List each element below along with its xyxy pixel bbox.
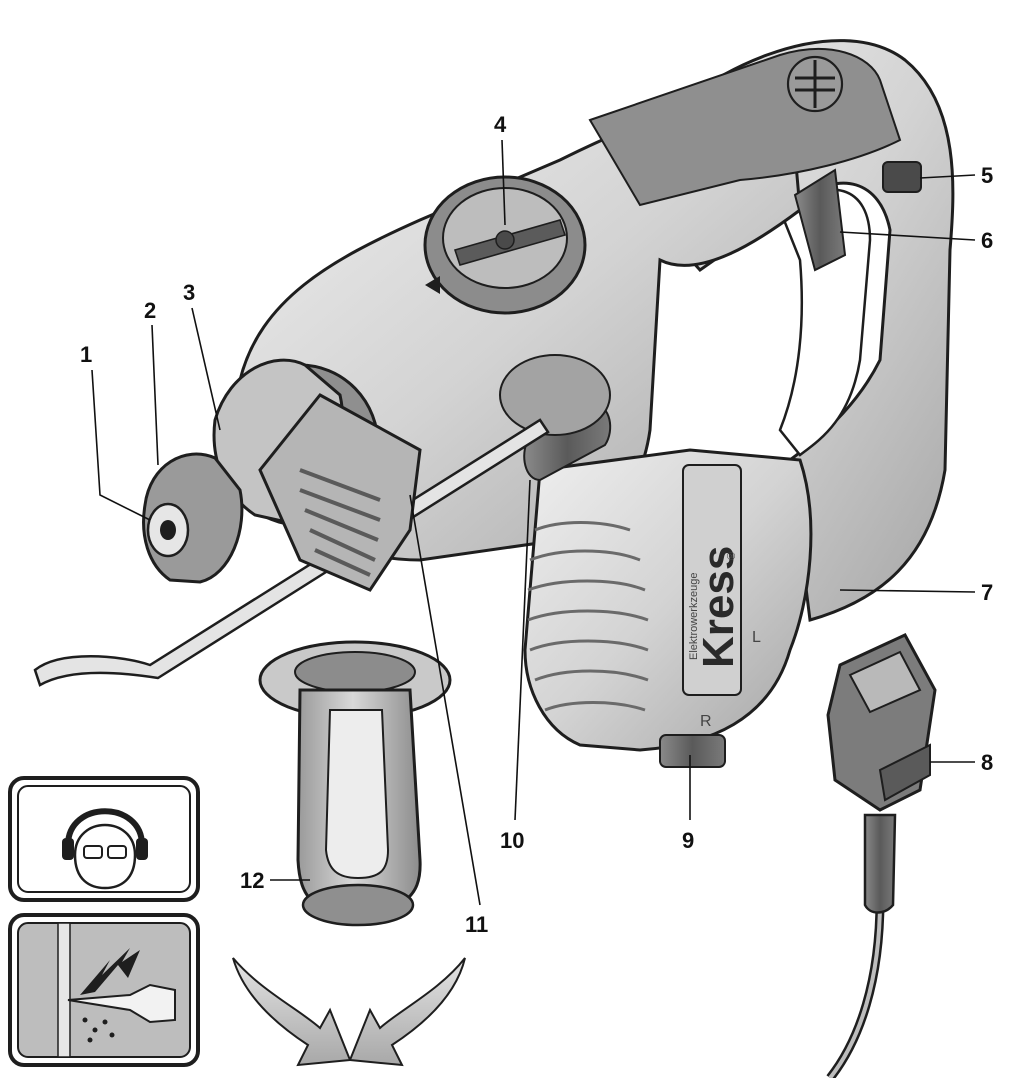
callout-12: 12 (240, 868, 264, 893)
callout-11: 11 (465, 912, 488, 937)
callout-labels: 1 2 3 4 5 6 7 8 9 10 11 12 (80, 112, 993, 937)
leader-lines (91, 139, 976, 906)
brand-strip (682, 464, 742, 696)
callout-9: 9 (682, 828, 694, 853)
depth-stop-rod[interactable] (33, 418, 550, 687)
handle-rotation-arrows-icon (232, 957, 466, 1067)
mains-plug-assembly (826, 633, 937, 1078)
callout-10: 10 (500, 828, 524, 853)
brand-subtitle: Elektrowerkzeuge (688, 573, 700, 660)
cord-sleeve (863, 813, 897, 914)
callout-6: 6 (981, 228, 993, 253)
brand-logo: Kress (694, 546, 743, 668)
hidden-wiring-hazard-icon (8, 913, 200, 1067)
callout-2: 2 (144, 298, 156, 323)
callout-5: 5 (981, 163, 993, 188)
switch-mark-left: L (752, 629, 761, 646)
lock-on-button[interactable] (882, 161, 922, 193)
brand-registered: ® (726, 552, 738, 560)
handle-clamp (258, 393, 422, 592)
handle-opening (778, 188, 872, 457)
on-off-switch[interactable] (793, 168, 847, 272)
cooling-ribs (527, 521, 649, 712)
power-cord (826, 899, 885, 1078)
callout-4: 4 (494, 112, 507, 137)
callout-3: 3 (183, 280, 195, 305)
callout-8: 8 (981, 750, 993, 775)
ear-and-eye-protection-icon (8, 776, 200, 902)
callout-1: 1 (80, 342, 92, 367)
callout-7: 7 (981, 580, 993, 605)
rotation-direction-switch[interactable] (659, 734, 726, 768)
switch-mark-right: R (700, 713, 712, 730)
auxiliary-handle-assembly (33, 393, 550, 927)
